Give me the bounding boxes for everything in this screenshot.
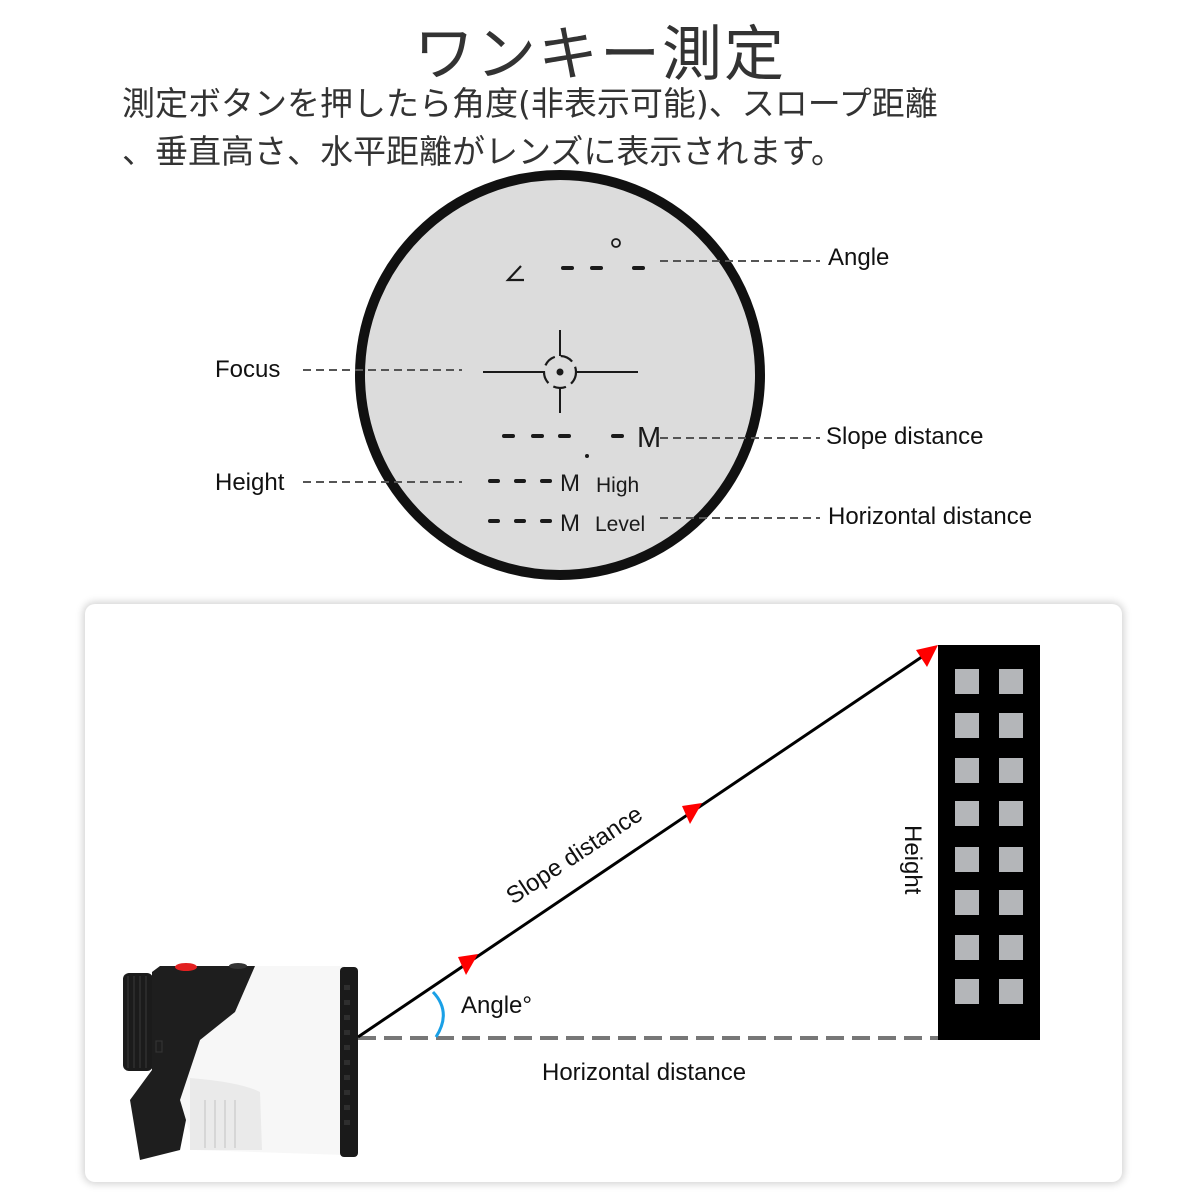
height-suffix: High <box>596 474 639 497</box>
description-line-1: 測定ボタンを押したら角度(非表示可能)、スロープ距離 <box>122 84 938 123</box>
lens-diagram: M M High M Level <box>303 170 820 580</box>
direction-arrow-icons <box>458 645 938 975</box>
callout-leader-lines <box>303 260 820 519</box>
height-label: Height <box>899 825 926 895</box>
callout-angle: Angle <box>828 244 890 271</box>
decimal-point <box>585 454 589 458</box>
angle-arc-icon <box>431 990 445 1038</box>
slope-unit: M <box>637 422 661 454</box>
angle-label: Angle° <box>461 992 532 1019</box>
description-line-2: 、垂直高さ、水平距離がレンズに表示されます。 <box>122 132 845 171</box>
callout-height: Height <box>215 469 285 496</box>
callout-horizontal-distance: Horizontal distance <box>828 503 1033 530</box>
angle-icon <box>505 265 524 282</box>
focus-crosshair-icon <box>483 330 638 413</box>
degree-icon <box>611 238 621 248</box>
callout-slope-distance: Slope distance <box>826 423 984 450</box>
level-unit: M <box>560 510 580 537</box>
slope-line <box>357 646 936 1039</box>
building-icon <box>938 645 1040 1040</box>
callout-focus: Focus <box>215 356 281 383</box>
height-unit: M <box>560 470 580 497</box>
horizontal-distance-label: Horizontal distance <box>542 1059 746 1086</box>
description: 測定ボタンを押したら角度(非表示可能)、スロープ距離 、垂直高さ、水平距離がレン… <box>122 80 1082 176</box>
rangefinder-device-icon <box>123 963 358 1160</box>
page-title: ワンキー測定 <box>414 20 786 90</box>
level-suffix: Level <box>595 513 645 536</box>
